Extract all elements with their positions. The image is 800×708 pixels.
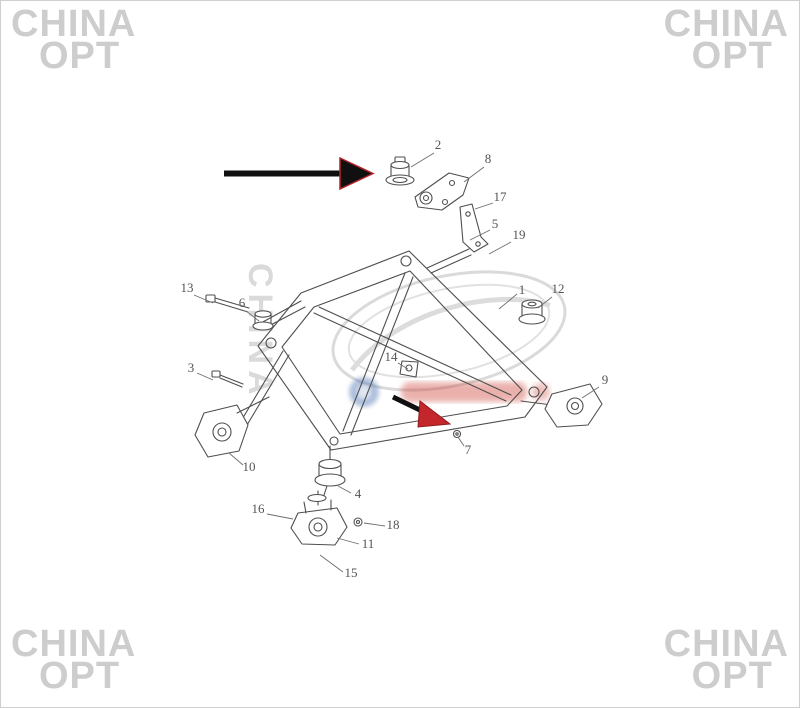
callout-10: 10 xyxy=(243,459,256,474)
callout-leader-lines xyxy=(193,152,600,573)
callout-7: 7 xyxy=(465,442,472,457)
part-6-bushing xyxy=(252,310,274,331)
callout-2: 2 xyxy=(435,137,442,152)
watermark-line2: OPT xyxy=(691,655,773,698)
watermark-line2: OPT xyxy=(39,34,121,77)
brand-emblem-blurred xyxy=(349,377,550,407)
callout-5: 5 xyxy=(492,216,499,231)
watermark-bottom-left: CHINA OPT xyxy=(11,623,137,698)
watermark-line1: CHINA xyxy=(663,3,789,45)
watermark-line1: CHINA xyxy=(663,623,789,666)
callout-13: 13 xyxy=(181,280,194,295)
callout-12: 12 xyxy=(552,281,565,296)
part-17-5-strap-bracket xyxy=(459,203,489,253)
part-10-mount-bracket xyxy=(194,396,270,458)
main-pointer-arrow-icon xyxy=(224,156,375,191)
part-16-11-15-mount-assembly xyxy=(290,493,348,546)
watermark-line2: OPT xyxy=(691,34,773,77)
watermark-top-left: CHINA OPT xyxy=(11,3,137,77)
callout-19: 19 xyxy=(513,227,526,242)
center-vertical-watermark: CHINA xyxy=(241,263,279,401)
callout-17: 17 xyxy=(494,189,508,204)
part-3-bolt xyxy=(211,370,244,388)
part-2-mount-bushing xyxy=(385,156,415,186)
callout-8: 8 xyxy=(485,151,492,166)
callout-1: 1 xyxy=(519,282,526,297)
callout-6: 6 xyxy=(239,295,246,310)
part-13-bolt xyxy=(205,294,250,313)
part-19-strut xyxy=(426,248,472,274)
part-4-bushing xyxy=(314,458,346,499)
watermark-line1: CHINA xyxy=(11,3,137,45)
callout-14: 14 xyxy=(385,349,399,364)
part-14-bracket xyxy=(399,360,419,378)
callout-11: 11 xyxy=(362,536,375,551)
part-7-bolt xyxy=(452,429,462,439)
watermark-line1: CHINA xyxy=(11,623,137,666)
watermark-bottom-right: CHINA OPT xyxy=(663,623,789,698)
part-12-bushing xyxy=(518,299,546,325)
callout-15: 15 xyxy=(345,565,358,580)
callout-labels: 1 2 3 4 5 6 7 8 9 10 11 12 13 14 15 16 1… xyxy=(181,137,609,580)
secondary-pointer-arrow-icon xyxy=(391,394,452,428)
part-18-washer xyxy=(353,517,363,527)
callout-16: 16 xyxy=(252,501,266,516)
part-8-bracket xyxy=(414,172,470,211)
watermark-line2: OPT xyxy=(39,655,121,698)
watermark-top-right: CHINA OPT xyxy=(663,3,789,77)
callout-18: 18 xyxy=(387,517,400,532)
callout-4: 4 xyxy=(355,486,362,501)
callout-9: 9 xyxy=(602,372,609,387)
callout-3: 3 xyxy=(188,360,195,375)
center-watermark-emblem: CHINA xyxy=(241,263,567,401)
